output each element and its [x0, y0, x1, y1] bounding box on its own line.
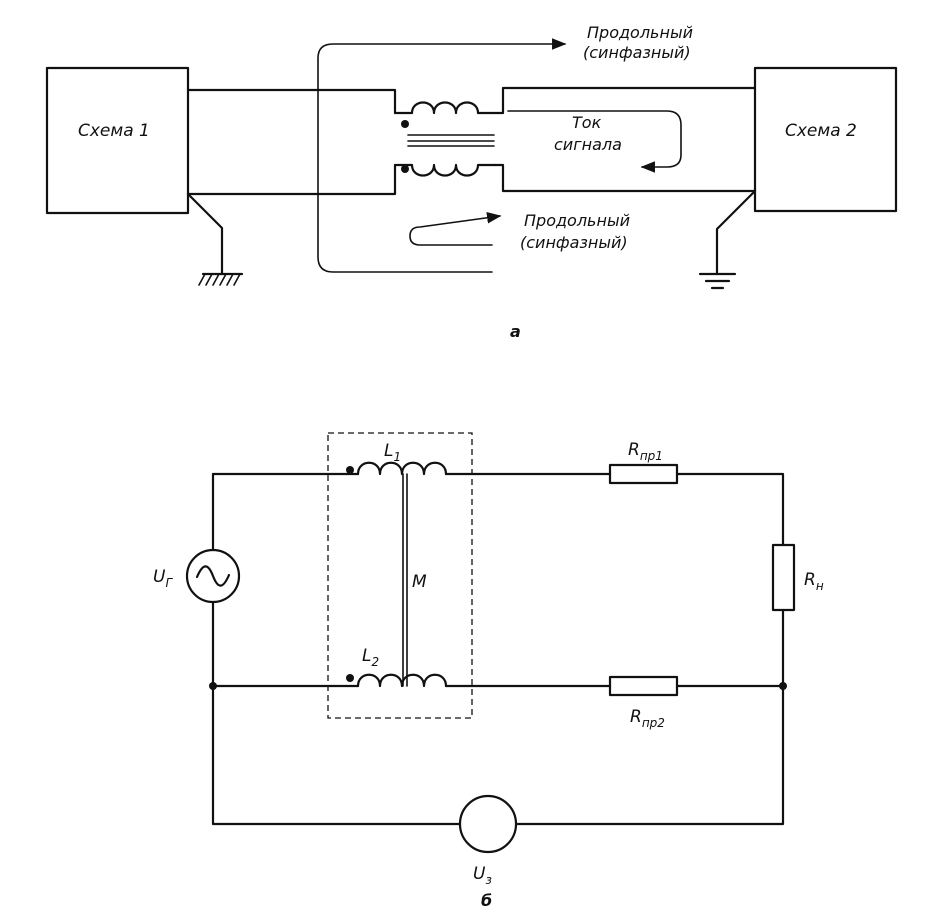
label-Rpr2-main: R — [630, 707, 642, 727]
longitudinal-bottom-label-1: Продольный — [524, 211, 630, 230]
right-top-wire — [493, 86, 757, 115]
circuit-1-box — [45, 66, 190, 215]
resistor-Rn — [771, 543, 796, 612]
polarity-dot-bottom — [401, 165, 409, 173]
part-a: Схема 1 Схема 2 Продольный — [45, 23, 898, 341]
ground-1-wire — [186, 192, 224, 276]
longitudinal-bottom-label-2: (синфазный) — [520, 233, 628, 252]
label-L2-main: L — [362, 646, 371, 666]
label-Rpr2: Rпр2 — [630, 707, 665, 730]
label-Rn: Rн — [804, 570, 824, 593]
ground-2-wire — [715, 189, 757, 276]
circuit-2-label: Схема 2 — [785, 121, 857, 141]
label-Us-main: U — [473, 864, 486, 884]
label-Ug: UГ — [153, 567, 173, 590]
label-Rn-sub: н — [816, 579, 824, 593]
label-L2: L2 — [362, 646, 379, 669]
transformer-winding-top — [393, 101, 497, 115]
inductor-L2 — [356, 673, 448, 688]
longitudinal-top-label-2: (синфазный) — [583, 43, 691, 62]
generator-sine-icon — [195, 565, 231, 587]
label-Rpr1-main: R — [628, 440, 640, 460]
label-Us: Uз — [473, 864, 492, 887]
label-M: M — [412, 572, 427, 592]
label-L1: L1 — [384, 441, 401, 464]
label-L2-sub: 2 — [371, 655, 379, 669]
signal-current-label-1: Ток — [572, 113, 602, 132]
ground-1-hatch — [198, 273, 241, 286]
longitudinal-current-loop — [317, 38, 567, 273]
label-Ug-sub: Г — [165, 576, 173, 590]
label-Rpr1: Rпр1 — [628, 440, 663, 463]
right-bottom-wire — [493, 163, 757, 193]
left-top-wire — [186, 88, 397, 115]
junction-right — [779, 682, 787, 690]
label-Rpr1-sub: пр1 — [640, 449, 663, 463]
label-Us-sub: з — [485, 873, 491, 887]
longitudinal-current-arrow-bottom — [409, 212, 502, 246]
longitudinal-top-label-1: Продольный — [587, 23, 693, 42]
label-Ug-main: U — [153, 567, 166, 587]
circuit-2-box — [753, 66, 898, 213]
label-Rpr2-sub: пр2 — [642, 716, 665, 730]
left-bottom-wire — [186, 163, 397, 196]
inductor-L1 — [356, 461, 448, 476]
label-L1-sub: 1 — [393, 450, 401, 464]
circuit-1-label: Схема 1 — [78, 121, 150, 141]
mutual-inductance-frame — [327, 432, 473, 719]
resistor-Rpr1 — [608, 463, 679, 485]
polarity-dot-top — [401, 120, 409, 128]
polarity-dot-L2 — [346, 674, 354, 682]
signal-current-loop — [507, 110, 682, 173]
caption-b: б — [481, 891, 492, 910]
label-L1-main: L — [384, 441, 393, 461]
resistor-Rpr2 — [608, 675, 679, 697]
part-b: L1 L2 M UГ Rпр1 Rпр2 Rн Uз б — [153, 432, 824, 910]
caption-a: а — [510, 322, 521, 341]
junction-left — [209, 682, 217, 690]
label-Rn-main: R — [804, 570, 816, 590]
transformer-winding-bottom — [393, 163, 497, 177]
top-conductor-right — [444, 472, 785, 547]
signal-current-label-2: сигнала — [554, 135, 622, 154]
ground-source-Us — [458, 794, 518, 854]
polarity-dot-L1 — [346, 466, 354, 474]
ground-loop-wire — [211, 684, 785, 826]
